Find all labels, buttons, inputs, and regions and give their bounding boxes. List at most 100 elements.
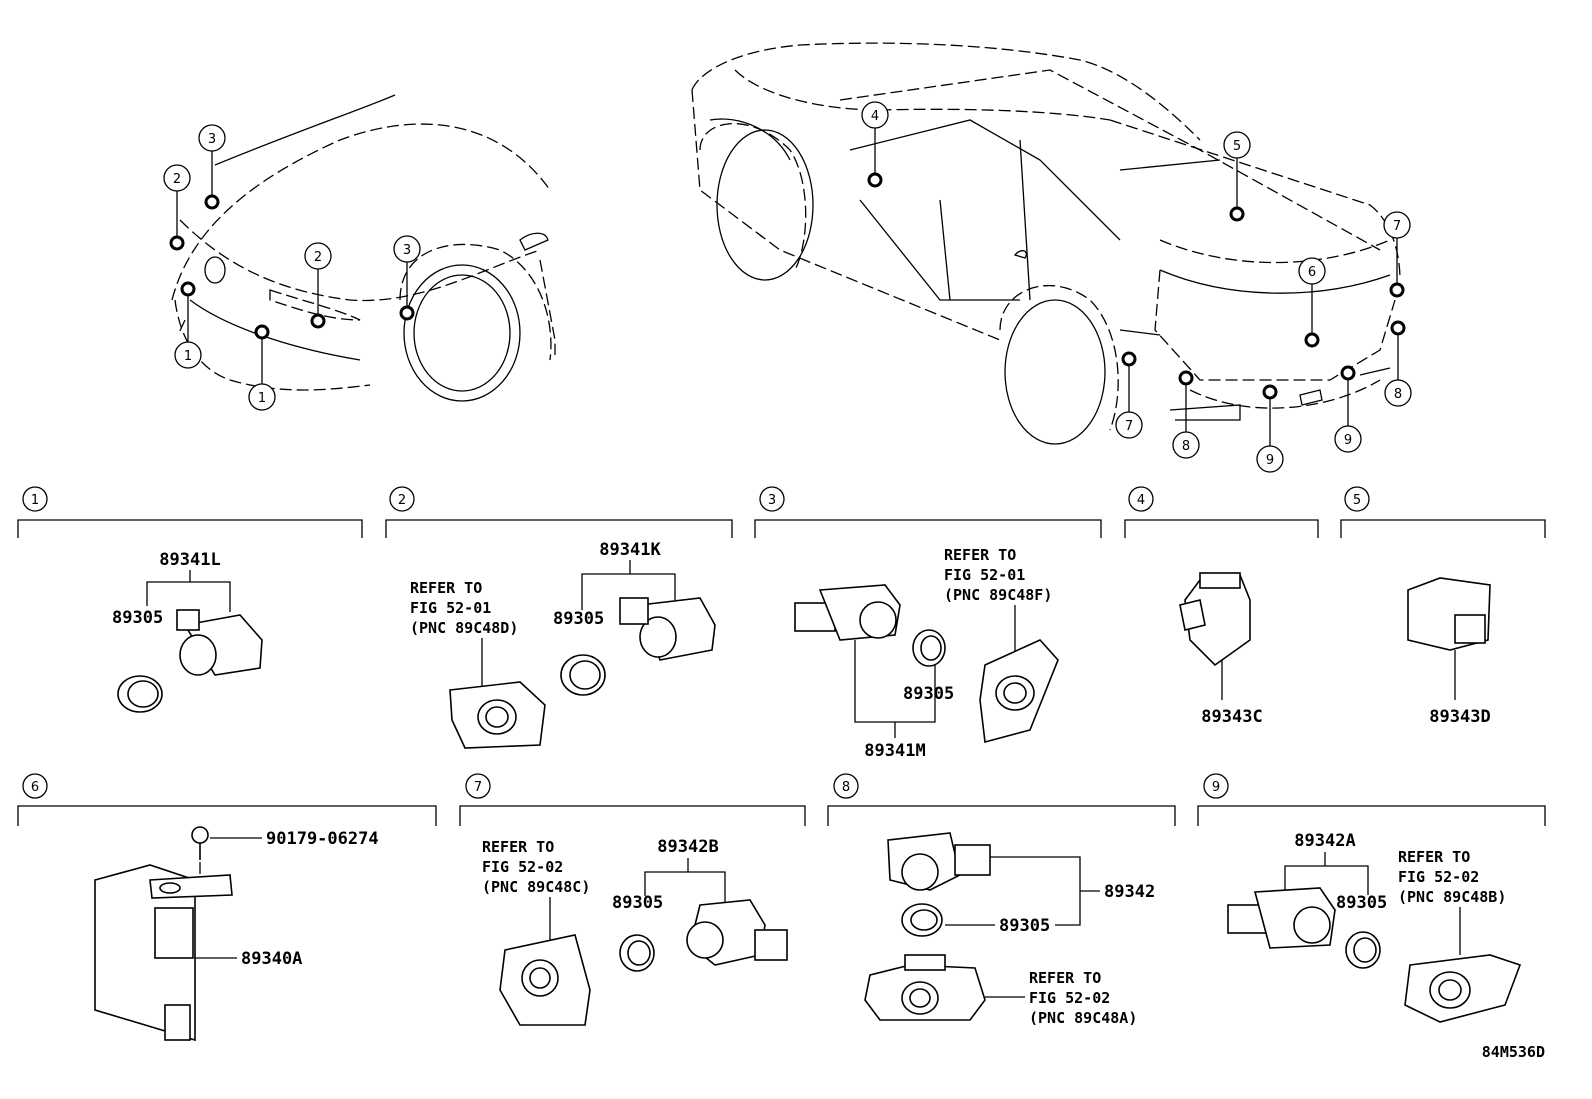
section-7: REFER TO FIG 52-02 (PNC 89C48C) 89342B 8… — [482, 837, 788, 1026]
callout-8b: 8 — [1384, 320, 1412, 407]
section-number-8: 8 — [833, 773, 859, 799]
callout-1a: 1 — [174, 281, 202, 369]
svg-text:9: 9 — [1344, 433, 1352, 448]
refer-text: REFER TO FIG 52-02 (PNC 89C48C) — [482, 838, 590, 896]
sensor-body — [686, 899, 788, 966]
svg-text:(PNC 89C48D): (PNC 89C48D) — [410, 619, 518, 637]
section-3: REFER TO FIG 52-01 (PNC 89C48F) 89305 89… — [794, 546, 1059, 761]
refer-text: REFER TO FIG 52-02 (PNC 89C48A) — [1029, 969, 1137, 1027]
callout-6: 6 — [1298, 257, 1326, 348]
refer-text: REFER TO FIG 52-01 (PNC 89C48F) — [944, 546, 1052, 604]
svg-text:4: 4 — [1137, 493, 1145, 508]
svg-text:(PNC 89C48F): (PNC 89C48F) — [944, 586, 1052, 604]
callout-8a: 8 — [1172, 370, 1200, 459]
svg-text:89341M: 89341M — [864, 741, 925, 761]
svg-text:9: 9 — [1212, 780, 1220, 795]
svg-text:REFER TO: REFER TO — [482, 838, 554, 856]
callout-label: 1 — [184, 349, 192, 364]
svg-text:5: 5 — [1353, 493, 1361, 508]
svg-text:89342A: 89342A — [1294, 831, 1355, 851]
svg-text:89341K: 89341K — [599, 540, 661, 560]
svg-text:FIG 52-01: FIG 52-01 — [944, 566, 1025, 584]
svg-text:89342: 89342 — [1104, 882, 1155, 902]
callout-3a: 3 — [198, 124, 226, 210]
sensor-body — [1227, 887, 1336, 949]
svg-text:89305: 89305 — [903, 684, 954, 704]
sensor-bezel — [1404, 954, 1522, 1023]
svg-text:REFER TO: REFER TO — [1398, 848, 1470, 866]
svg-text:3: 3 — [208, 132, 216, 147]
callout-3b: 3 — [393, 235, 421, 321]
svg-text:89305: 89305 — [999, 916, 1050, 936]
callout-1b: 1 — [248, 324, 276, 411]
svg-text:9: 9 — [1266, 453, 1274, 468]
section-number-3: 3 — [759, 486, 785, 512]
svg-text:7: 7 — [474, 780, 482, 795]
refer-text: REFER TO FIG 52-02 (PNC 89C48B) — [1398, 848, 1506, 906]
sensor-bezel — [864, 954, 986, 1021]
callout-9b: 9 — [1334, 365, 1362, 453]
svg-text:8: 8 — [842, 780, 850, 795]
svg-text:89343D: 89343D — [1429, 707, 1490, 727]
svg-text:2: 2 — [314, 250, 322, 265]
front-car-view — [171, 94, 556, 402]
section-brackets — [17, 519, 1546, 826]
svg-text:1: 1 — [258, 391, 266, 406]
callout-4: 4 — [861, 101, 889, 188]
sensor-body — [887, 832, 991, 891]
rear-car-view — [691, 42, 1401, 445]
svg-text:89342B: 89342B — [657, 837, 718, 857]
callout-7a: 7 — [1115, 351, 1143, 439]
svg-text:FIG 52-01: FIG 52-01 — [410, 599, 491, 617]
svg-text:1: 1 — [31, 493, 39, 508]
svg-text:8: 8 — [1182, 439, 1190, 454]
callout-5: 5 — [1223, 131, 1251, 222]
refer-text: REFER TO FIG 52-01 (PNC 89C48D) — [410, 579, 518, 637]
section-number-7: 7 — [465, 773, 491, 799]
rear-callouts: 4 5 6 7 7 8 — [861, 101, 1412, 473]
sensor-body — [619, 597, 716, 661]
grommet-ring — [560, 654, 606, 696]
svg-text:FIG 52-02: FIG 52-02 — [1398, 868, 1479, 886]
section-8: 89342 89305 REFER TO FIG 52-02 (PNC 89C4… — [864, 832, 1155, 1027]
grommet-ring — [1345, 931, 1381, 969]
svg-text:REFER TO: REFER TO — [410, 579, 482, 597]
svg-text:6: 6 — [1308, 265, 1316, 280]
sensor-body — [794, 584, 901, 641]
part-number: 89305 — [112, 608, 163, 628]
radar-sensor — [1179, 572, 1251, 667]
callout-2a: 2 — [163, 164, 191, 251]
part-number: 89341L — [159, 550, 220, 570]
section-numbers: 1 2 3 4 5 6 7 8 9 — [22, 486, 1370, 799]
callout-7b: 7 — [1383, 211, 1411, 298]
sensor-bezel — [979, 639, 1059, 744]
svg-text:7: 7 — [1125, 419, 1133, 434]
section-4: 89343C — [1179, 572, 1263, 727]
svg-text:89305: 89305 — [553, 609, 604, 629]
svg-text:(PNC 89C48C): (PNC 89C48C) — [482, 878, 590, 896]
callout-2b: 2 — [304, 242, 332, 329]
diagram-code: 84M536D — [1482, 1043, 1545, 1061]
section-number-5: 5 — [1344, 486, 1370, 512]
svg-text:90179-06274: 90179-06274 — [266, 829, 379, 849]
svg-text:5: 5 — [1233, 139, 1241, 154]
section-9: 89342A 89305 REFER TO FIG 52-02 (PNC 89C… — [1227, 831, 1522, 1023]
svg-text:6: 6 — [31, 780, 39, 795]
section-6: 90179-06274 89340A — [94, 826, 379, 1042]
bolt — [191, 826, 209, 860]
svg-text:3: 3 — [768, 493, 776, 508]
svg-text:7: 7 — [1393, 219, 1401, 234]
svg-text:2: 2 — [173, 172, 181, 187]
svg-text:REFER TO: REFER TO — [1029, 969, 1101, 987]
callout-9a: 9 — [1256, 384, 1284, 473]
sensor-bezel — [449, 681, 546, 749]
section-number-9: 9 — [1203, 773, 1229, 799]
svg-text:FIG 52-02: FIG 52-02 — [1029, 989, 1110, 1007]
section-number-6: 6 — [22, 773, 48, 799]
control-module — [94, 864, 233, 1042]
grommet-ring — [901, 903, 943, 937]
svg-text:4: 4 — [871, 109, 879, 124]
svg-text:89305: 89305 — [612, 893, 663, 913]
section-number-1: 1 — [22, 486, 48, 512]
